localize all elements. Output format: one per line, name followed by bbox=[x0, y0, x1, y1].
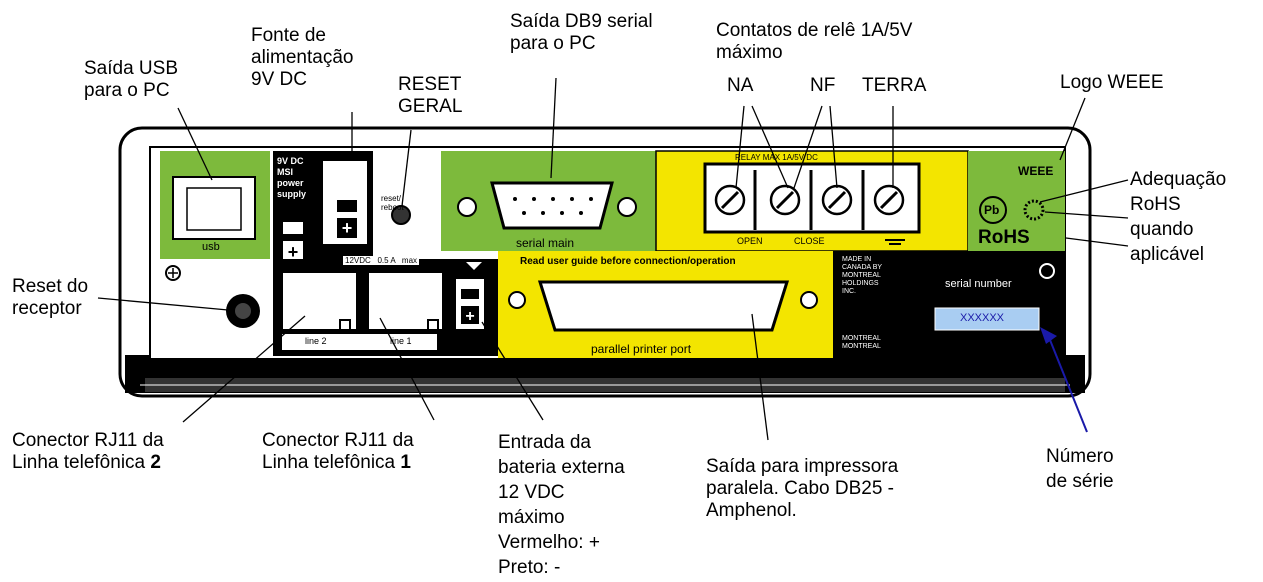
pb-icon bbox=[979, 196, 1007, 224]
weee-callout: Logo WEEE bbox=[1060, 72, 1164, 93]
usb-callout: Saída USB para o PC bbox=[84, 58, 178, 101]
warning-label: Read user guide before connection/operat… bbox=[520, 256, 736, 267]
db9-leader bbox=[550, 77, 557, 179]
rj11-line2-callout: Conector RJ11 da Linha telefônica 2 bbox=[12, 430, 164, 474]
rohs-seal-icon bbox=[1023, 199, 1045, 221]
rohs-leader-1 bbox=[1039, 179, 1129, 203]
rj11-line1-number: 1 bbox=[400, 452, 411, 473]
v12-label: 12VDC 0.5 A max bbox=[343, 256, 420, 265]
rj11-line2-icon bbox=[281, 271, 358, 331]
relay-top-label: RELAY MAX 1A/5V DC bbox=[735, 153, 818, 162]
db9-connector-icon bbox=[490, 181, 614, 230]
weee-panel-label: WEEE bbox=[1018, 164, 1054, 178]
battery-leader bbox=[481, 321, 544, 421]
rj11-2-leader bbox=[182, 315, 306, 423]
na-leader-2 bbox=[751, 105, 789, 189]
rj11-line1-icon bbox=[367, 271, 444, 331]
battery-callout: Entrada da bateria externa 12 VDC máximo… bbox=[498, 432, 625, 578]
reset-receptor-callout: Reset do receptor bbox=[12, 276, 89, 319]
nf-callout: NF bbox=[810, 75, 836, 96]
na-callout: NA bbox=[727, 75, 754, 96]
na-leader-1 bbox=[735, 105, 745, 189]
parallel-callout: Saída para impressora paralela. Cabo DB2… bbox=[706, 456, 899, 521]
rj11-1-leader bbox=[379, 317, 435, 421]
weee-leader bbox=[1059, 97, 1086, 161]
nf-leader-2 bbox=[829, 105, 838, 189]
ground-screw-icon bbox=[165, 265, 181, 281]
rohs-panel-label: RoHS bbox=[978, 227, 1030, 248]
open-label: OPEN bbox=[737, 236, 763, 246]
rj11-line2-number: 2 bbox=[150, 452, 161, 473]
serial-number-label: serial number bbox=[945, 278, 1012, 290]
rohs-leader-2 bbox=[1044, 211, 1129, 219]
serial-value: XXXXXX bbox=[960, 312, 1005, 324]
relay-callout: Contatos de relê 1A/5V máximo bbox=[716, 20, 913, 63]
montreal-label: MONTREAL MONTREAL bbox=[842, 335, 881, 350]
power-callout: Fonte de alimentação 9V DC bbox=[251, 25, 354, 90]
db9-callout: Saída DB9 serial para o PC bbox=[510, 11, 653, 54]
serial-no-arrow-line bbox=[1047, 334, 1088, 433]
terra-callout: TERRA bbox=[862, 75, 927, 96]
pb-label: Pb bbox=[984, 203, 1000, 217]
close-label: CLOSE bbox=[794, 236, 825, 246]
nf-leader-1 bbox=[793, 105, 823, 189]
usb-leader bbox=[177, 107, 213, 181]
db25-connector-icon bbox=[537, 280, 790, 332]
line1-label: line 1 bbox=[390, 336, 412, 346]
reset-small-label: reset/ reboot bbox=[381, 194, 404, 212]
svg-text:+: + bbox=[288, 242, 299, 262]
line2-label: line 2 bbox=[305, 336, 327, 346]
serial-main-label: serial main bbox=[516, 236, 575, 250]
rj11-line1-callout: Conector RJ11 da Linha telefônica 1 bbox=[262, 430, 414, 474]
power-supply-label: 9V DC MSI power supply bbox=[277, 156, 307, 199]
svg-text:+: + bbox=[342, 218, 353, 238]
parallel-leader bbox=[751, 313, 769, 441]
serial-number-box bbox=[934, 307, 1040, 331]
rj11-line2-text: Conector RJ11 da Linha telefônica bbox=[12, 430, 164, 473]
serial-no-callout: Número de série bbox=[1046, 446, 1114, 492]
serial-no-arrowhead bbox=[1040, 327, 1057, 344]
reset-geral-callout: RESET GERAL bbox=[398, 74, 463, 117]
made-in-label: MADE IN CANADA BY MONTREAL HOLDINGS INC. bbox=[842, 256, 883, 295]
rohs-leader-3 bbox=[1065, 237, 1129, 247]
rj11-line1-text: Conector RJ11 da Linha telefônica bbox=[262, 430, 414, 473]
usb-label: usb bbox=[202, 241, 220, 253]
rohs-callout: Adequação RoHS quando aplicável bbox=[1130, 169, 1227, 265]
reset-receptor-leader bbox=[97, 297, 229, 311]
reset-geral-leader bbox=[401, 129, 412, 207]
parallel-port-label: parallel printer port bbox=[591, 342, 692, 356]
reset-button-icon bbox=[391, 205, 411, 225]
svg-text:+: + bbox=[465, 308, 474, 325]
manufacturer-area bbox=[833, 251, 1065, 358]
